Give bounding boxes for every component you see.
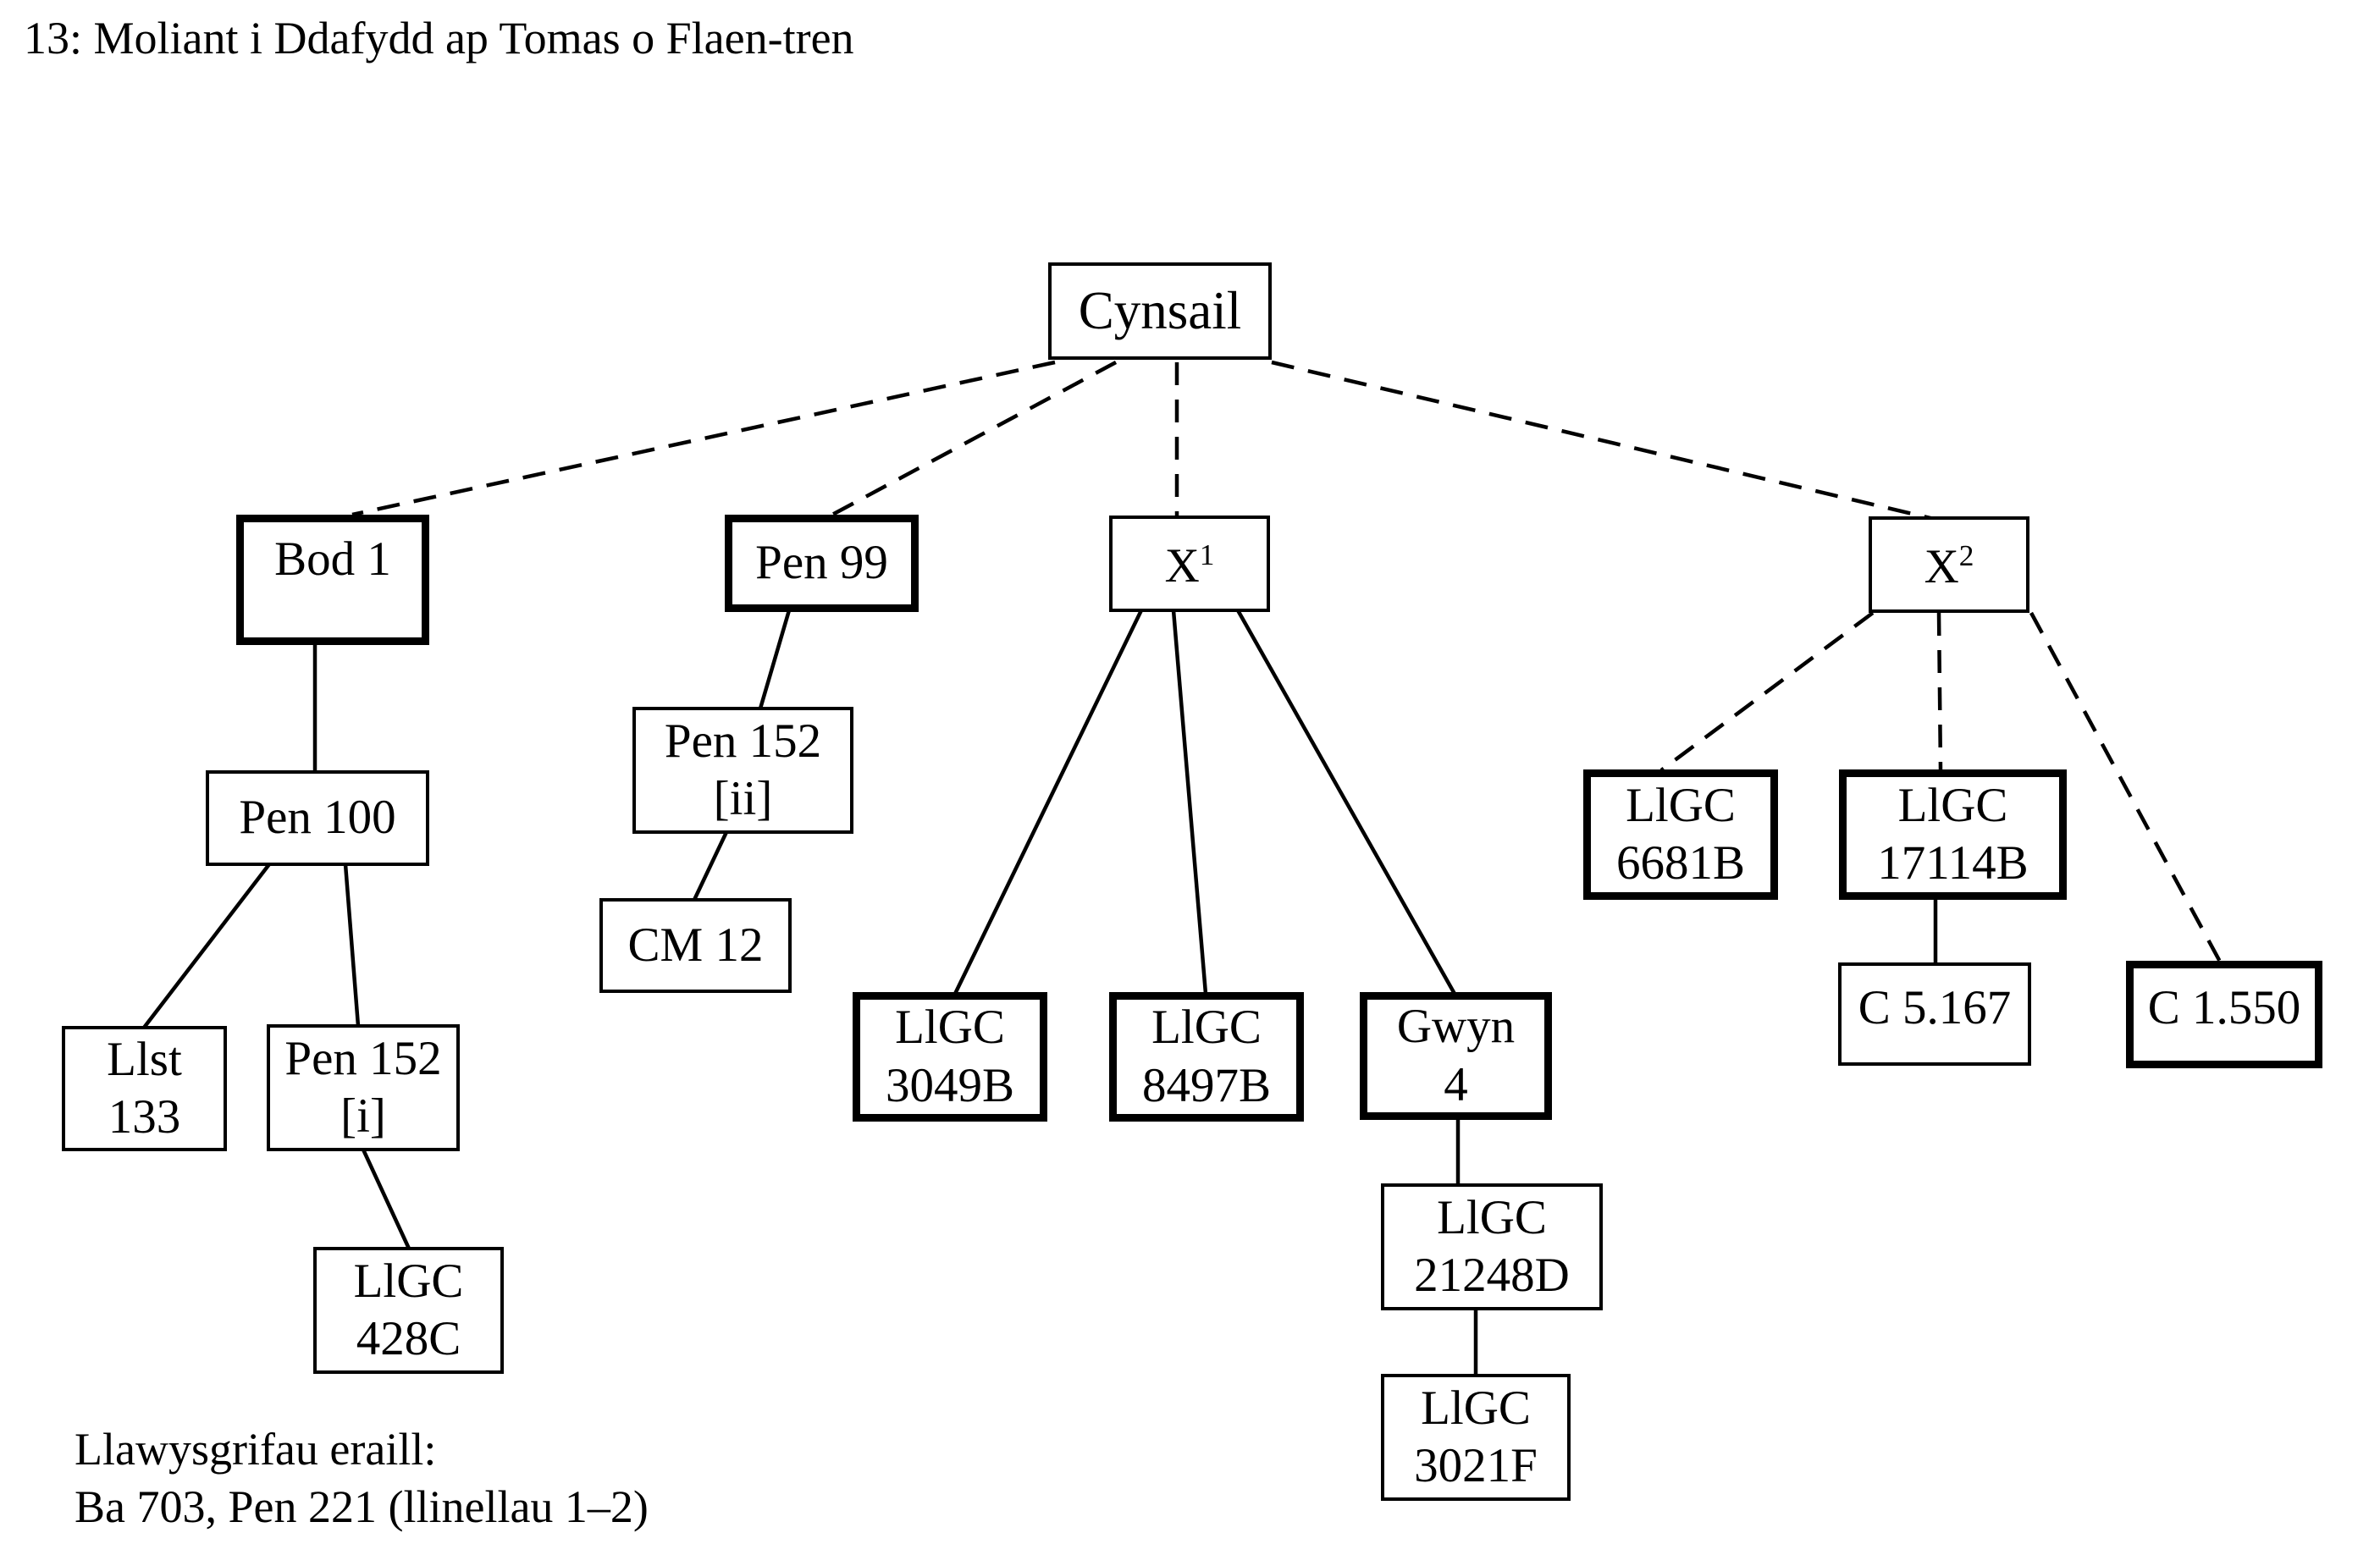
node-label-line: Bod 1 xyxy=(274,532,391,586)
node-label-line: X2 xyxy=(1924,538,1974,593)
node-label-line: 428C xyxy=(356,1312,461,1365)
node-label-line: 6681B xyxy=(1615,836,1746,890)
node-x2: X2 xyxy=(1869,516,2029,613)
node-label-superscript: 1 xyxy=(1199,538,1215,571)
node-label-line: Pen 100 xyxy=(239,791,396,845)
node-label-line: C 1.550 xyxy=(2147,981,2301,1035)
edge-pen100-pen152i xyxy=(343,863,361,1027)
edge-pen100-llst133 xyxy=(142,863,271,1029)
node-bod1: Bod 1 xyxy=(236,515,429,645)
edge-pen152ii-cm12 xyxy=(692,831,729,901)
edge-pen99-pen152ii xyxy=(758,609,792,709)
node-label-line: C 5.167 xyxy=(1858,980,2012,1034)
node-label-line: Cynsail xyxy=(1078,280,1242,340)
node-label-superscript: 2 xyxy=(1958,538,1974,572)
node-label-line: Pen 152 xyxy=(664,714,822,768)
node-label-line: Gwyn xyxy=(1396,1000,1516,1054)
node-x1: X1 xyxy=(1109,516,1270,612)
node-label-line: 133 xyxy=(108,1090,181,1144)
node-label-line: LlGC xyxy=(1626,778,1736,832)
edge-cynsail-pen99 xyxy=(831,361,1118,516)
node-cynsail: Cynsail xyxy=(1048,262,1272,360)
node-label-line: 3021F xyxy=(1414,1439,1538,1492)
edge-x1-ligc8497b xyxy=(1171,609,1208,995)
node-label-line: LlGC xyxy=(353,1254,464,1308)
edge-x1-ligc3049b xyxy=(953,609,1144,995)
node-cm12: CM 12 xyxy=(599,898,792,993)
node-c1550: C 1.550 xyxy=(2126,961,2322,1068)
edge-pen152i-ligc428c xyxy=(361,1149,411,1249)
node-label-line: 8497B xyxy=(1141,1058,1272,1112)
edge-x2-ligc6681b xyxy=(1659,611,1875,772)
node-label-line: Pen 99 xyxy=(755,536,888,590)
node-label-line: Pen 152 xyxy=(284,1031,442,1085)
page-title: 13: Moliant i Ddafydd ap Tomas o Flaen-t… xyxy=(24,13,854,63)
edge-x2-ligc17114b xyxy=(1936,612,1943,771)
node-label-line: [i] xyxy=(340,1089,386,1143)
node-label-line: [ii] xyxy=(713,772,773,825)
node-label-line: LlGC xyxy=(895,1001,1005,1055)
node-label-line: LlGC xyxy=(1151,1001,1262,1055)
node-pen99: Pen 99 xyxy=(725,515,919,612)
edge-cynsail-x2 xyxy=(1271,360,1935,521)
node-label-line: 17114B xyxy=(1877,836,2029,890)
node-pen152i: Pen 152[i] xyxy=(267,1024,460,1151)
node-label-line: X1 xyxy=(1164,538,1215,593)
edge-x1-gwyn4 xyxy=(1236,609,1456,995)
footer-line-2: Ba 703, Pen 221 (llinellau 1–2) xyxy=(75,1481,649,1533)
node-label-line: 21248D xyxy=(1414,1249,1570,1302)
footer-note: Llawysgrifau eraill: Ba 703, Pen 221 (ll… xyxy=(75,1420,649,1536)
node-c5167: C 5.167 xyxy=(1838,962,2031,1066)
node-pen100: Pen 100 xyxy=(206,770,429,866)
node-label-line: LlGC xyxy=(1421,1381,1531,1435)
node-label-line: 3049B xyxy=(885,1058,1015,1112)
footer-line-1: Llawysgrifau eraill: xyxy=(75,1424,437,1475)
edge-cynsail-bod1 xyxy=(351,360,1056,517)
node-label-line: Llst xyxy=(107,1032,182,1086)
node-label-line: LlGC xyxy=(1897,778,2008,832)
node-label-line: 4 xyxy=(1444,1057,1468,1111)
node-label-line: CM 12 xyxy=(627,918,764,972)
edge-x2-c1550 xyxy=(2029,611,2222,963)
node-pen152ii: Pen 152[ii] xyxy=(632,707,853,834)
node-label-line: LlGC xyxy=(1437,1190,1547,1244)
